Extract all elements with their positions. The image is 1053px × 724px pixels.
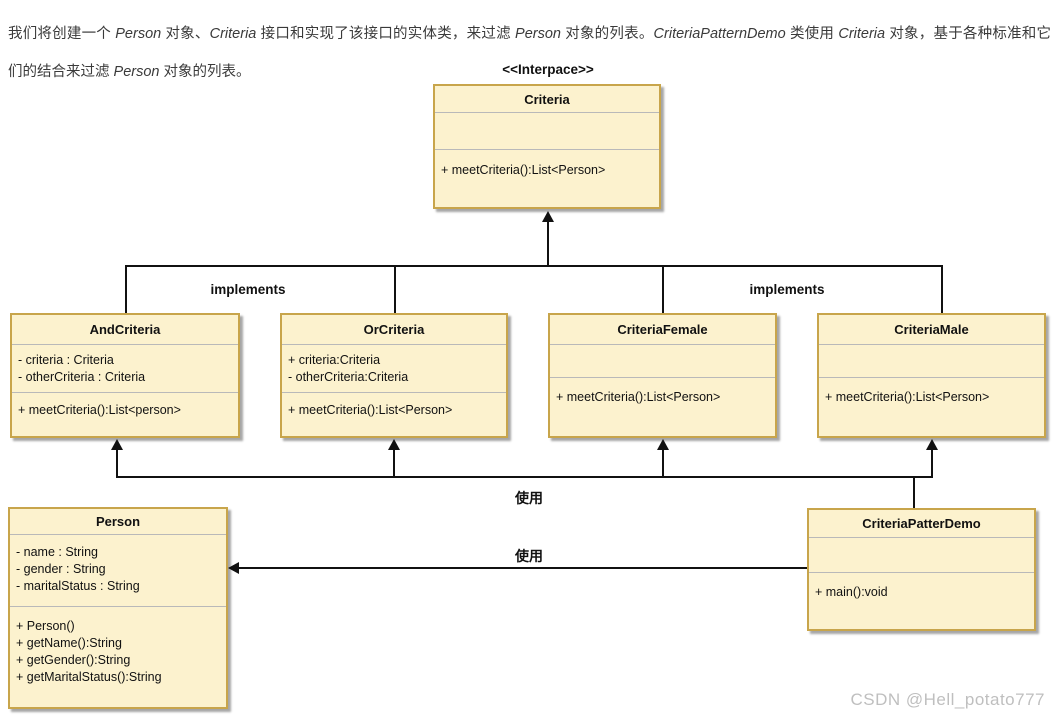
class-methods: + meetCriteria():List<Person> — [819, 377, 1044, 436]
class-name: Person — [95, 514, 141, 529]
intro-term: Person — [115, 25, 162, 42]
class-box-criteriapatterdemo: CriteriaPatterDemo + main():void — [807, 508, 1036, 631]
intro-term: Person — [515, 25, 561, 42]
uses-arrowhead-criteriamale-icon — [926, 439, 938, 450]
intro-term: CriteriaPatternDemo — [653, 25, 786, 42]
class-name: CriteriaMale — [894, 322, 969, 337]
class-attributes — [809, 537, 1034, 572]
implements-horizontal-line — [125, 265, 943, 267]
class-name: CriteriaPatterDemo — [862, 516, 981, 531]
class-box-andcriteria: AndCriteria - criteria : Criteria - other… — [10, 313, 240, 438]
uses-stem-andcriteria — [116, 449, 118, 476]
uses-label-top: 使用 — [515, 490, 543, 506]
intro-paragraph: 我们将创建一个 Person 对象、Criteria 接口和实现了该接口的实体类… — [8, 15, 1051, 91]
implements-drop-andcriteria — [125, 265, 127, 313]
member-line: + getName():String — [16, 636, 122, 650]
intro-text: 对象的列表。 — [561, 25, 654, 42]
intro-text: 接口和实现了该接口的实体类，来过滤 — [256, 25, 516, 42]
member-line: + meetCriteria():List<Person> — [825, 390, 990, 404]
member-line: + meetCriteria():List<Person> — [441, 163, 606, 177]
intro-term: Criteria — [838, 25, 886, 42]
member-line: + meetCriteria():List<Person> — [556, 390, 721, 404]
interface-stereotype-label: <<Interpace>> — [502, 62, 594, 77]
member-line: + criteria:Criteria — [288, 353, 381, 367]
class-name: OrCriteria — [363, 322, 425, 337]
implements-drop-criteriamale — [941, 265, 943, 313]
uses-stem-criteriafemale — [662, 449, 664, 476]
class-methods: + meetCriteria():List<Person> — [435, 149, 659, 207]
implements-arrow-stem — [547, 221, 549, 266]
class-box-orcriteria: OrCriteria + criteria:Criteria - otherCri… — [280, 313, 508, 438]
uses-stem-orcriteria — [393, 449, 395, 476]
uses-horizontal-line — [116, 476, 933, 478]
class-name: CriteriaFemale — [617, 322, 708, 337]
class-attributes: - criteria : Criteria - otherCriteria : C… — [12, 344, 238, 392]
class-methods: + main():void — [809, 572, 1034, 629]
class-name: Criteria — [524, 91, 570, 107]
uses-arrowhead-orcriteria-icon — [388, 439, 400, 450]
member-line: + main():void — [815, 585, 888, 599]
intro-text: 类使用 — [785, 25, 839, 42]
member-line: - otherCriteria : Criteria — [18, 370, 146, 384]
intro-term: Criteria — [209, 25, 257, 42]
class-methods: + meetCriteria():List<Person> — [550, 377, 775, 436]
member-line: - name : String — [16, 545, 98, 559]
intro-text: 对象，基于各种标准和它们的结合来过滤 — [8, 25, 1052, 80]
class-attributes: - name : String - gender : String - marita… — [10, 534, 226, 606]
uses-stem-from-demo — [913, 476, 915, 508]
intro-text: 对象、 — [161, 25, 210, 42]
class-attributes — [435, 112, 659, 149]
class-methods: + meetCriteria():List<person> — [12, 392, 238, 436]
class-attributes: + criteria:Criteria - otherCriteria:Crite… — [282, 344, 506, 392]
intro-term: Person — [113, 63, 160, 80]
member-line: - maritalStatus : String — [16, 579, 140, 593]
member-line: + Person() — [16, 619, 75, 633]
class-methods: + Person() + getName():String + getGender(… — [10, 606, 226, 707]
class-methods: + meetCriteria():List<Person> — [282, 392, 506, 436]
member-line: + getMaritalStatus():String — [16, 670, 162, 684]
member-line: + meetCriteria():List<person> — [18, 403, 181, 417]
class-box-criteria: Criteria + meetCriteria():List<Person> — [433, 84, 661, 209]
uses-label-bottom: 使用 — [515, 548, 543, 564]
uses-person-arrowhead-icon — [228, 562, 239, 574]
csdn-watermark: CSDN @Hell_potato777 — [850, 690, 1045, 709]
intro-text: 对象的列表。 — [159, 63, 251, 80]
class-box-criteriafemale: CriteriaFemale + meetCriteria():List<Per… — [548, 313, 777, 438]
member-line: - gender : String — [16, 562, 106, 576]
class-attributes — [819, 344, 1044, 377]
member-line: - criteria : Criteria — [18, 353, 114, 367]
class-attributes — [550, 344, 775, 377]
intro-text: 我们将创建一个 — [8, 25, 116, 42]
uses-stem-criteriamale — [931, 449, 933, 476]
member-line: - otherCriteria:Criteria — [288, 370, 409, 384]
uses-arrowhead-andcriteria-icon — [111, 439, 123, 450]
class-box-person: Person - name : String- gender : String-… — [8, 507, 228, 709]
member-line: + getGender():String — [16, 653, 131, 667]
implements-drop-criteriafemale — [662, 265, 664, 313]
implements-label-right: implements — [749, 282, 825, 297]
class-box-criteriamale: CriteriaMale + meetCriteria():List<Perso… — [817, 313, 1046, 438]
implements-arrowhead-icon — [542, 211, 554, 222]
implements-label-left: implements — [210, 282, 286, 297]
class-name: AndCriteria — [89, 322, 161, 337]
uses-person-line — [237, 567, 807, 569]
member-line: + meetCriteria():List<Person> — [288, 403, 453, 417]
implements-drop-orcriteria — [394, 265, 396, 313]
uses-arrowhead-criteriafemale-icon — [657, 439, 669, 450]
